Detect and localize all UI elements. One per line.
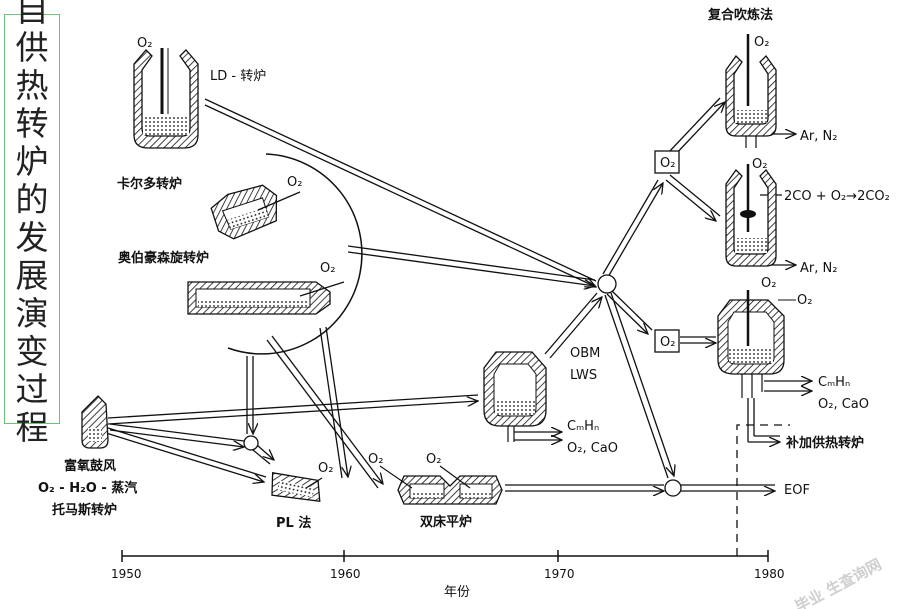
arrow-ld-hub: [204, 98, 596, 287]
o2-box-upper: O₂: [654, 150, 680, 174]
thomas-label-2: O₂ - H₂O - 蒸汽: [38, 480, 137, 496]
arrow-o2-combined1: [667, 97, 725, 158]
twin-o2-1: O₂: [368, 452, 383, 467]
o2-box-lower: O₂: [654, 329, 680, 353]
title-char: 炉: [15, 142, 49, 181]
thomas-label-1: 富氧鼓风: [64, 458, 116, 474]
combined3-o2-side: O₂: [797, 293, 812, 308]
combined-converter-2-icon: [725, 164, 777, 267]
svg-text:O₂: O₂: [660, 156, 675, 171]
tick-1970: 1970: [544, 567, 575, 581]
tick-1980: 1980: [754, 567, 785, 581]
svg-text:O₂: O₂: [660, 335, 675, 350]
pl-furnace-icon: [271, 472, 321, 502]
junction-node: [243, 435, 259, 451]
kaldo-label: 卡尔多转炉: [117, 176, 182, 192]
arrow-node-pl: [252, 444, 274, 465]
arrow-circle-twin: [266, 335, 383, 489]
thomas-converter-icon: [81, 395, 109, 449]
rotor-label: 奥伯豪森旋转炉: [118, 250, 209, 266]
obm-converter-icon: [483, 351, 547, 442]
arrow-rotor-pl: [319, 326, 348, 478]
kaldo-converter-icon: [210, 184, 278, 240]
combined3-cmhn: CₘHₙ: [818, 375, 850, 390]
flow-arrows: [105, 97, 812, 491]
combined3-o2cao: O₂, CaO: [818, 397, 869, 412]
combined2-o2: O₂: [752, 157, 767, 172]
group-circle: [227, 153, 363, 355]
arrow-thomas-obm: [107, 394, 478, 425]
watermark: 毕业 生查询网: [792, 555, 885, 609]
combined1-o2: O₂: [754, 35, 769, 50]
title-char: 发: [15, 218, 49, 257]
arrow-hub-o2lower: [606, 289, 653, 334]
arrow-to-supp: [747, 398, 780, 442]
supp-label: 补加供热转炉: [785, 435, 864, 451]
combined-label: 复合吹炼法: [707, 7, 773, 23]
dashed-boundary: [736, 424, 790, 556]
arrow-hub-o2top: [602, 179, 663, 278]
thomas-label-3: 托马斯转炉: [52, 502, 117, 518]
twin-o2-2: O₂: [426, 452, 441, 467]
rotor-o2: O₂: [320, 261, 335, 276]
pl-o2: O₂: [318, 461, 333, 476]
rotor-converter-icon: [187, 281, 345, 315]
arrow-o2-obm2: [680, 336, 716, 343]
title-char: 的: [15, 180, 49, 219]
kaldo-lance: [257, 191, 301, 211]
obm-o2cao: O₂, CaO: [567, 441, 618, 456]
combined3-o2-top: O₂: [761, 276, 776, 291]
arrow-o2-combined2: [665, 174, 721, 221]
arrow-thomas-node: [109, 423, 244, 447]
ld-converter-icon: O₂: [133, 36, 199, 149]
hub-node: [597, 274, 617, 294]
arrow-node-eof: [681, 484, 775, 491]
gas-lines-obm1: [514, 432, 562, 440]
title-char: 程: [15, 408, 49, 447]
pl-lance: [305, 477, 323, 489]
arrow-obm-hub: [544, 292, 602, 359]
title-char: 转: [15, 104, 49, 143]
time-axis: [121, 550, 769, 562]
pl-label: PL 法: [276, 515, 311, 531]
combined2-gas: Ar, N₂: [800, 261, 837, 276]
title-box: 自 供 热 转 炉 的 发 展 演 变 过 程: [4, 0, 60, 447]
kaldo-o2: O₂: [287, 175, 302, 190]
twin-label: 双床平炉: [420, 514, 472, 530]
twin-hearth-icon: [379, 465, 503, 505]
title-char: 供: [15, 28, 49, 67]
arrow-rotor-hub: [347, 245, 595, 286]
arrow-twin-node: [505, 484, 664, 491]
title-char: 自: [15, 0, 49, 29]
eof-junction-node: [664, 479, 682, 497]
eof-label: EOF: [784, 483, 810, 498]
tick-1960: 1960: [330, 567, 361, 581]
title-char: 变: [15, 332, 49, 371]
obm-label: OBM: [570, 346, 600, 361]
combined-converter-1-icon: [725, 34, 777, 148]
lws-label: LWS: [570, 368, 597, 383]
title-char: 展: [15, 256, 49, 295]
axis-label: 年份: [444, 585, 470, 600]
arrow-thomas-pl: [105, 427, 267, 482]
arrow-hub-eof: [604, 292, 674, 479]
title-char: 演: [15, 294, 49, 333]
ld-label: LD - 转炉: [210, 69, 266, 84]
combined-converter-3-icon: [717, 290, 796, 398]
combined2-reaction: 2CO + O₂→2CO₂: [784, 189, 890, 204]
title-char: 热: [15, 66, 49, 105]
obm-cmhn: CₘHₙ: [567, 419, 599, 434]
gas-lines-obm2: [764, 381, 812, 391]
svg-text:O₂: O₂: [137, 36, 152, 51]
arrow-circle-node: [246, 356, 253, 434]
title-char: 过: [15, 370, 49, 409]
tick-1950: 1950: [111, 567, 142, 581]
combined1-gas: Ar, N₂: [800, 129, 837, 144]
